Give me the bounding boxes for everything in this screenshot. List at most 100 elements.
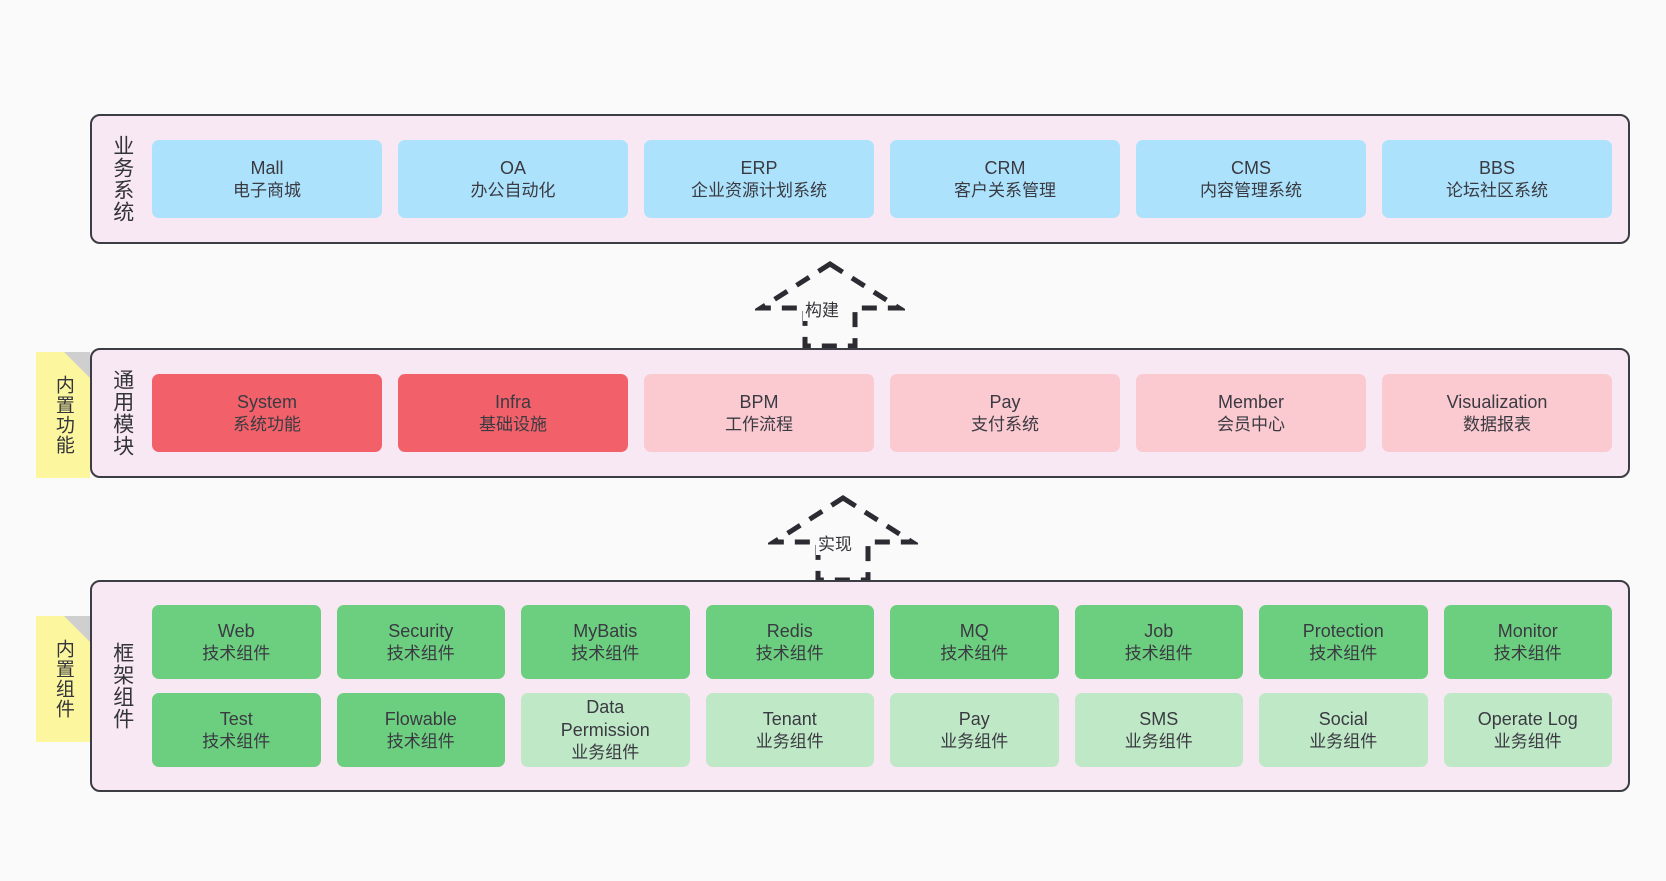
layer-body-business-system: Mall 电子商城 OA 办公自动化 ERP 企业资源计划系统 CRM 客户关系…: [152, 116, 1628, 242]
module-box-infra[interactable]: Infra 基础设施: [398, 374, 628, 452]
module-name-cn: 支付系统: [971, 414, 1039, 434]
module-name-en: Operate Log: [1477, 708, 1578, 729]
module-name-en: Test: [219, 708, 253, 729]
module-name-en: OA: [499, 157, 526, 178]
box-row-business: Test 技术组件 Flowable 技术组件 Data Permission …: [152, 693, 1612, 767]
connector-build: 构建: [755, 258, 905, 350]
module-box-system[interactable]: System 系统功能: [152, 374, 382, 452]
module-name-en: Redis: [766, 620, 813, 641]
dashed-hollow-arrow-icon: [755, 261, 905, 349]
layer-title-business-system: 业务系统: [110, 135, 134, 223]
module-name-cn: 业务组件: [940, 731, 1009, 751]
module-box-sms[interactable]: SMS 业务组件: [1074, 693, 1243, 767]
sticky-note-label: 内置功能: [52, 375, 74, 455]
module-name-cn: 数据报表: [1463, 414, 1531, 434]
layer-body-common-module: System 系统功能 Infra 基础设施 BPM 工作流程 Pay 支付系统…: [152, 350, 1628, 476]
page-fold-icon: [64, 616, 90, 642]
module-box-security[interactable]: Security 技术组件: [336, 605, 505, 679]
layer-framework-component: 框架组件 Web 技术组件 Security 技术组件 MyBatis 技术组件…: [90, 580, 1630, 792]
module-box-crm[interactable]: CRM 客户关系管理: [890, 140, 1120, 218]
module-box-member[interactable]: Member 会员中心: [1136, 374, 1366, 452]
module-name-cn: 内容管理系统: [1200, 180, 1302, 200]
module-name-en: Infra: [494, 391, 532, 412]
module-name-en: BPM: [739, 391, 779, 412]
module-box-monitor[interactable]: Monitor 技术组件: [1443, 605, 1612, 679]
module-name-cn: 办公自动化: [470, 180, 556, 200]
module-name-en: ERP: [740, 157, 778, 178]
module-box-mall[interactable]: Mall 电子商城: [152, 140, 382, 218]
layer-body-framework-component: Web 技术组件 Security 技术组件 MyBatis 技术组件 Redi…: [152, 582, 1628, 790]
module-name-cn: 技术组件: [202, 643, 271, 663]
module-name-cn: 技术组件: [1493, 643, 1562, 663]
module-name-cn: 基础设施: [479, 414, 547, 434]
module-box-protection[interactable]: Protection 技术组件: [1259, 605, 1428, 679]
layer-title-common-module: 通用模块: [110, 369, 134, 457]
module-name-cn: 技术组件: [386, 643, 455, 663]
module-name-en: Member: [1217, 391, 1284, 412]
layer-common-module: 通用模块 System 系统功能 Infra 基础设施 BPM 工作流程 Pay…: [90, 348, 1630, 478]
module-box-flowable[interactable]: Flowable 技术组件: [336, 693, 505, 767]
module-box-pay-business[interactable]: Pay 业务组件: [890, 693, 1059, 767]
module-name-cn: 技术组件: [1124, 643, 1193, 663]
module-name-cn: 论坛社区系统: [1446, 180, 1548, 200]
module-box-web[interactable]: Web 技术组件: [152, 605, 321, 679]
connector-label-implement: 实现: [816, 530, 854, 555]
module-name-cn: 工作流程: [725, 414, 793, 434]
module-name-cn: 业务组件: [1124, 731, 1193, 751]
module-box-job[interactable]: Job 技术组件: [1074, 605, 1243, 679]
module-name-en: Web: [217, 620, 255, 641]
module-name-en: Pay: [989, 391, 1021, 412]
module-name-en: Protection: [1302, 620, 1384, 641]
module-box-mybatis[interactable]: MyBatis 技术组件: [521, 605, 690, 679]
module-name-en: MQ: [959, 620, 989, 641]
module-name-cn: 业务组件: [1493, 731, 1562, 751]
connector-label-build: 构建: [803, 296, 841, 321]
sticky-note-builtin-functions: 内置功能: [36, 352, 90, 478]
module-name-en: Job: [1144, 620, 1174, 641]
module-box-erp[interactable]: ERP 企业资源计划系统: [644, 140, 874, 218]
module-name-cn: 业务组件: [1309, 731, 1378, 751]
module-name-en: MyBatis: [573, 620, 638, 641]
module-name-en: Visualization: [1446, 391, 1548, 412]
box-row: System 系统功能 Infra 基础设施 BPM 工作流程 Pay 支付系统…: [152, 374, 1612, 452]
module-name-en: CMS: [1231, 157, 1271, 178]
module-name-cn: 技术组件: [386, 731, 455, 751]
module-name-en: Monitor: [1497, 620, 1558, 641]
module-box-redis[interactable]: Redis 技术组件: [705, 605, 874, 679]
box-row-technical: Web 技术组件 Security 技术组件 MyBatis 技术组件 Redi…: [152, 605, 1612, 679]
module-name-cn: 业务组件: [755, 731, 824, 751]
module-box-mq[interactable]: MQ 技术组件: [890, 605, 1059, 679]
module-box-oa[interactable]: OA 办公自动化: [398, 140, 628, 218]
module-name-cn: 客户关系管理: [954, 180, 1056, 200]
module-name-en: SMS: [1139, 708, 1179, 729]
module-box-operate-log[interactable]: Operate Log 业务组件: [1443, 693, 1612, 767]
module-box-cms[interactable]: CMS 内容管理系统: [1136, 140, 1366, 218]
module-box-bbs[interactable]: BBS 论坛社区系统: [1382, 140, 1612, 218]
module-name-cn: 会员中心: [1217, 414, 1285, 434]
module-box-data-permission[interactable]: Data Permission 业务组件: [521, 693, 690, 767]
module-box-tenant[interactable]: Tenant 业务组件: [705, 693, 874, 767]
module-name-cn: 技术组件: [940, 643, 1009, 663]
module-box-pay[interactable]: Pay 支付系统: [890, 374, 1120, 452]
module-name-en: Security: [388, 620, 454, 641]
module-name-cn: 业务组件: [571, 743, 640, 763]
box-row: Mall 电子商城 OA 办公自动化 ERP 企业资源计划系统 CRM 客户关系…: [152, 140, 1612, 218]
module-box-bpm[interactable]: BPM 工作流程: [644, 374, 874, 452]
connector-implement: 实现: [768, 492, 918, 584]
module-box-visualization[interactable]: Visualization 数据报表: [1382, 374, 1612, 452]
module-box-test[interactable]: Test 技术组件: [152, 693, 321, 767]
module-name-en: BBS: [1478, 157, 1516, 178]
module-name-cn: 企业资源计划系统: [691, 180, 827, 200]
module-name-en: Social: [1318, 708, 1368, 729]
module-box-social[interactable]: Social 业务组件: [1259, 693, 1428, 767]
module-name-en: Pay: [958, 708, 990, 729]
module-name-cn: 电子商城: [233, 180, 301, 200]
layer-business-system: 业务系统 Mall 电子商城 OA 办公自动化 ERP 企业资源计划系统 CRM…: [90, 114, 1630, 244]
module-name-cn: 系统功能: [233, 414, 301, 434]
module-name-cn: 技术组件: [571, 643, 640, 663]
module-name-cn: 技术组件: [202, 731, 271, 751]
layer-title-framework-component: 框架组件: [110, 642, 134, 730]
module-name-en: CRM: [984, 157, 1026, 178]
sticky-note-builtin-components: 内置组件: [36, 616, 90, 742]
